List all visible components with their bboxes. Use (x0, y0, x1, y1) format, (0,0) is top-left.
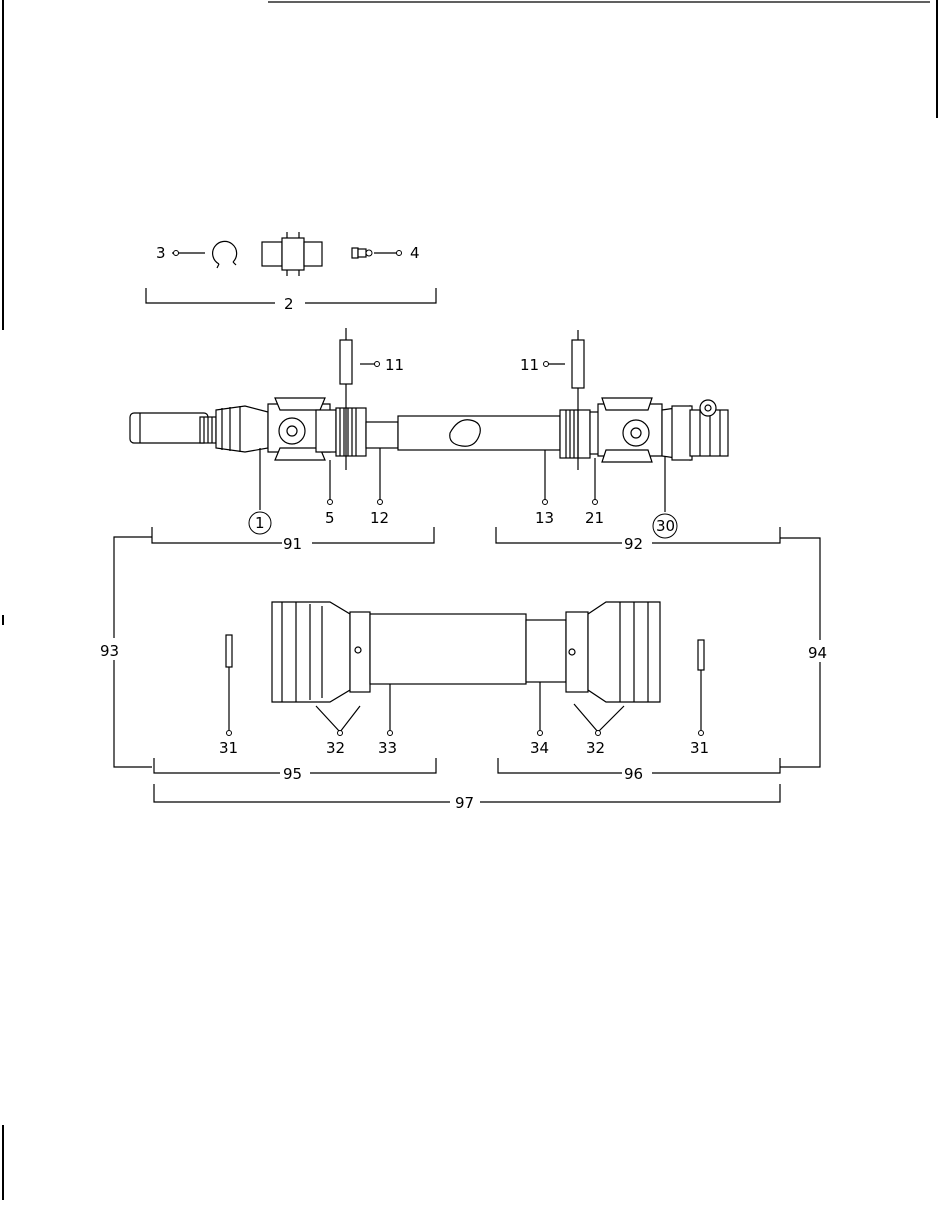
callout-92: 92 (624, 535, 643, 553)
guard-assembly: 31 31 32 32 33 34 (219, 602, 709, 757)
cross-spider-icon (262, 232, 322, 276)
callout-1: 1 (255, 514, 265, 532)
callout-32-right: 32 (586, 739, 605, 757)
callout-97: 97 (455, 794, 474, 812)
retaining-chain-right (698, 640, 704, 670)
callout-2: 2 (284, 295, 294, 313)
callout-21: 21 (585, 509, 604, 527)
circlip-icon (213, 241, 237, 264)
callout-3: 3 (156, 244, 166, 262)
callout-11-left: 11 (385, 356, 404, 374)
left-outer-yoke (216, 406, 268, 452)
callout-5: 5 (325, 509, 335, 527)
callout-31-left: 31 (219, 739, 238, 757)
callout-93: 93 (100, 642, 119, 660)
callout-96: 96 (624, 765, 643, 783)
callout-94: 94 (808, 644, 827, 662)
inner-guard-tube (366, 422, 398, 448)
callout-32-left: 32 (326, 739, 345, 757)
right-guard-bearing-ring (560, 410, 590, 458)
grease-tube-left (340, 340, 352, 384)
left-guard-cone (272, 602, 350, 702)
callout-33: 33 (378, 739, 397, 757)
retaining-chain-left (226, 635, 232, 667)
page-frame (3, 0, 937, 1200)
spline-stub (130, 413, 208, 443)
right-guard-cone (588, 602, 660, 702)
bracket-95-96-97: 95 96 97 (154, 758, 780, 812)
drive-shaft-assembly: 11 11 1 5 12 13 21 30 (130, 328, 728, 538)
callout-13: 13 (535, 509, 554, 527)
grease-nipple-icon (352, 248, 372, 258)
callout-34: 34 (530, 739, 549, 757)
callout-91: 91 (283, 535, 302, 553)
grease-tube-right (572, 340, 584, 388)
callout-30: 30 (656, 517, 675, 535)
repair-kit-group: 3 4 2 (146, 232, 436, 313)
callout-31-right: 31 (690, 739, 709, 757)
bracket-91-92: 91 92 (152, 527, 780, 553)
callout-4: 4 (410, 244, 420, 262)
inner-guard-tube-lower (526, 620, 566, 682)
callout-95: 95 (283, 765, 302, 783)
callout-11-right: 11 (520, 356, 539, 374)
outer-guard-tube-lower (370, 614, 526, 684)
callout-12: 12 (370, 509, 389, 527)
